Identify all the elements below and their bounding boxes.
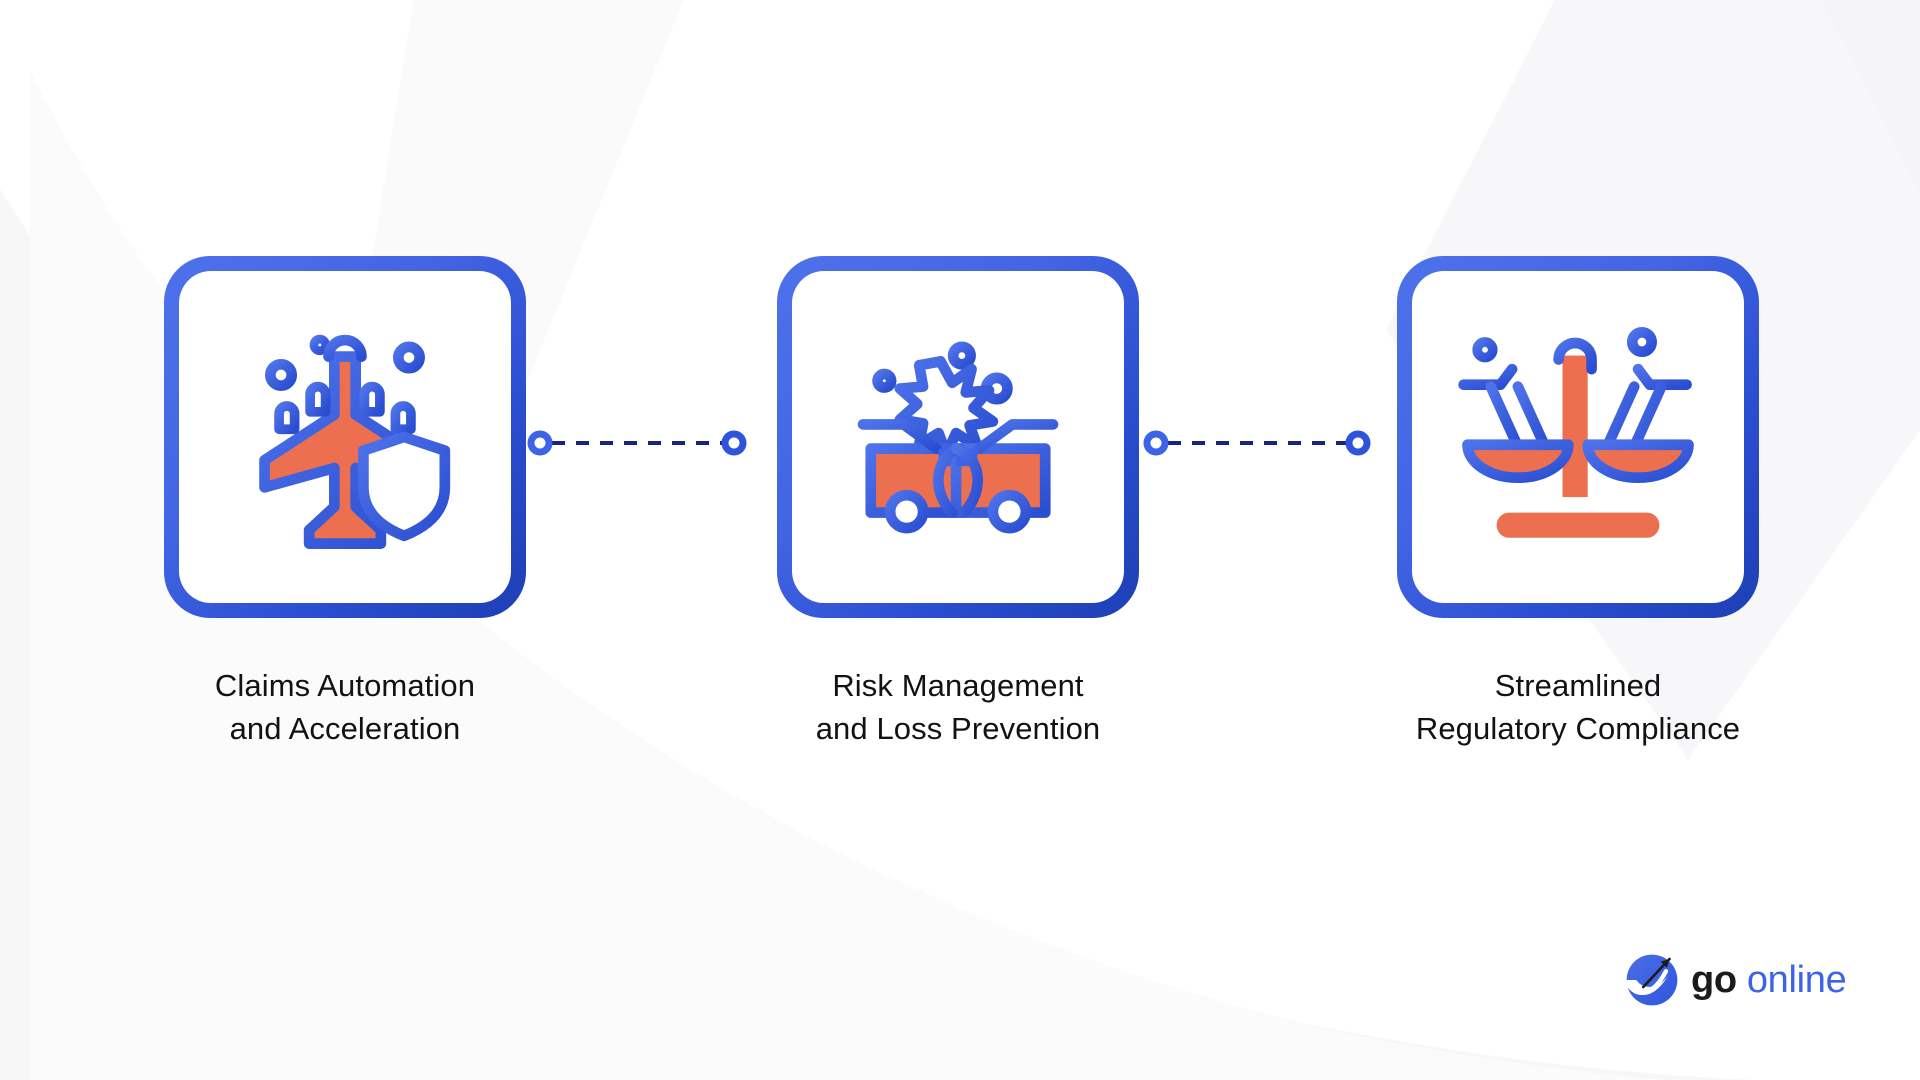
step-label-claims-automation: Claims Automation and Acceleration — [214, 668, 476, 746]
icon-card-inner — [792, 271, 1124, 603]
step-claims-automation[interactable]: Claims Automation and Acceleration — [161, 256, 529, 751]
step-label-risk-management: Risk Management and Loss Prevention — [815, 668, 1101, 746]
icon-card-inner — [179, 271, 511, 603]
step-label-regulatory-compliance: Streamlined Regulatory Compliance — [1415, 668, 1741, 746]
connector-endpoint-left — [1143, 430, 1169, 456]
icon-card-inner — [1412, 271, 1744, 603]
connector-2-3 — [1143, 430, 1371, 456]
step-risk-management[interactable]: Risk Management and Loss Prevention — [774, 256, 1142, 751]
connector-endpoint-right — [1345, 430, 1371, 456]
balance-scales-icon — [1458, 326, 1698, 538]
airplane-shield-icon — [256, 334, 451, 549]
connector-endpoint-left — [527, 430, 553, 456]
car-collision-icon — [857, 341, 1059, 534]
icon-card-regulatory-compliance[interactable] — [1397, 256, 1759, 618]
step-regulatory-compliance[interactable]: Streamlined Regulatory Compliance — [1394, 256, 1762, 751]
brand-logo-word-go: go — [1691, 959, 1737, 1001]
icon-card-risk-management[interactable] — [777, 256, 1139, 618]
connector-1-2 — [527, 430, 747, 456]
brand-logo-word-online: online — [1746, 959, 1847, 1001]
connector-endpoint-right — [721, 430, 747, 456]
go-online-swoosh-icon — [1625, 954, 1678, 1006]
icon-card-claims-automation[interactable] — [164, 256, 526, 618]
